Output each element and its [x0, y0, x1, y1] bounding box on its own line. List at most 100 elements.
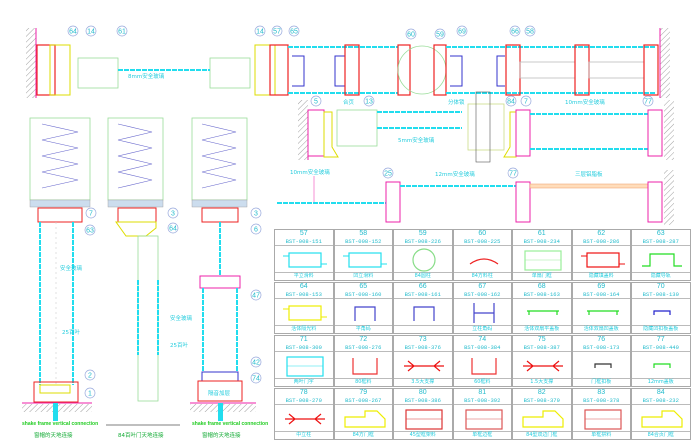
- callout: 69: [456, 25, 468, 37]
- profile-flat-icon: [527, 310, 559, 315]
- svg-text:14: 14: [256, 29, 264, 36]
- lock-label: 分体锁: [448, 98, 465, 106]
- profile-name: 1.5大支撑: [513, 378, 571, 386]
- profile-code: BST-008-164: [572, 291, 630, 299]
- profile-code: BST-008-386: [394, 397, 452, 405]
- profile-code: BST-008-384: [453, 344, 511, 352]
- hinge-label: 合页: [343, 98, 355, 106]
- profile-code: BST-008-161: [394, 291, 452, 299]
- profile-num: 65: [359, 283, 368, 290]
- profile-num: 69: [597, 283, 606, 290]
- caption: 窗帽的天地连接: [34, 431, 73, 439]
- profile-arc-icon: [469, 258, 498, 265]
- callout: 3: [167, 207, 179, 219]
- caption: 84百叶门天地连接: [118, 431, 164, 439]
- profile-num: 83: [597, 389, 606, 396]
- profile-profile-icon: [522, 410, 564, 428]
- profile-frame-icon: [342, 252, 387, 268]
- profile-box-icon: [524, 250, 562, 271]
- svg-text:77: 77: [644, 99, 652, 106]
- svg-text:47: 47: [252, 293, 260, 300]
- profile-name: 隐藏填盖料: [572, 272, 630, 280]
- svg-text:74: 74: [252, 376, 260, 383]
- profile-name: 80框料: [334, 378, 392, 386]
- callout: 42: [250, 356, 262, 368]
- callout: 14: [254, 25, 266, 37]
- svg-text:64: 64: [69, 29, 77, 36]
- profile-num: 78: [299, 389, 308, 396]
- profile-name: 隐藏凹扣板盖板: [632, 325, 690, 333]
- profile-small-icon: [593, 363, 612, 368]
- profile-code: BST-008-160: [334, 291, 392, 299]
- profile-code: BST-008-276: [334, 344, 392, 352]
- profile-box-icon: [405, 409, 443, 430]
- svg-text:61: 61: [118, 29, 126, 36]
- profile-code: BST-008-387: [513, 344, 571, 352]
- profile-ibeam-icon: [472, 303, 495, 323]
- top-glass-label: 8mm安全玻璃: [128, 72, 165, 80]
- profile-channel-icon: [413, 306, 435, 321]
- caption: 窗帽的天地连接: [202, 431, 241, 439]
- profile-num: 74: [478, 336, 487, 343]
- callout: 5: [310, 95, 322, 107]
- profile-code: BST-008-267: [334, 397, 392, 405]
- callout: 6: [250, 223, 262, 235]
- profile-name: 门框扣板: [572, 378, 630, 386]
- svg-text:1: 1: [88, 391, 92, 398]
- svg-text:6: 6: [254, 227, 258, 234]
- profile-name: 活体隔光料: [275, 325, 333, 333]
- svg-text:3: 3: [254, 211, 258, 218]
- profile-strut-icon: [404, 360, 444, 372]
- profile-name: 单框拼料: [572, 431, 630, 439]
- lower-glass-12-label: 12mm安全玻璃: [435, 170, 475, 178]
- profile-name: 12mm盖板: [632, 378, 690, 386]
- profile-box-icon: [464, 409, 503, 430]
- profile-code: BST-008-392: [453, 397, 511, 405]
- profile-code: BST-008-130: [632, 291, 690, 299]
- svg-text:2: 2: [88, 373, 92, 380]
- profile-name: 中立柱: [275, 431, 333, 439]
- glass-label: 安全玻璃: [60, 264, 83, 272]
- profile-strut-icon: [523, 360, 563, 372]
- profile-num: 80: [418, 389, 427, 396]
- profile-frame-icon: [580, 252, 625, 268]
- svg-text:63: 63: [86, 228, 94, 235]
- svg-text:7: 7: [89, 211, 93, 218]
- callout: 61: [116, 25, 128, 37]
- glass-10-label: 10mm安全玻璃: [565, 98, 605, 106]
- left-detail-3: 隔音加层 shake frame vertical connection 窗帽的…: [190, 117, 268, 439]
- profile-code: BST-008-153: [275, 291, 333, 299]
- middle-callouts: 5 13 84 7 77: [310, 95, 654, 107]
- profile-num: 58: [359, 230, 368, 237]
- profile-name: 3.5大支撑: [394, 378, 452, 386]
- profile-cup-icon: [351, 358, 378, 375]
- callout: 58: [524, 25, 536, 37]
- profile-num: 59: [418, 230, 427, 237]
- profile-code: BST-008-378: [572, 397, 630, 405]
- glass-5-label: 5mm安全玻璃: [398, 136, 435, 144]
- callout: 60: [405, 28, 417, 40]
- svg-text:66: 66: [511, 29, 519, 36]
- svg-text:3: 3: [171, 211, 175, 218]
- svg-text:64: 64: [169, 226, 177, 233]
- profile-name: 平立滑料: [275, 272, 333, 280]
- profile-num: 61: [537, 230, 546, 237]
- louver-label: 25百叶: [170, 341, 188, 349]
- profile-name: 凹立滑料: [334, 272, 392, 280]
- callout: 64: [67, 25, 79, 37]
- profile-code: BST-008-234: [513, 238, 571, 246]
